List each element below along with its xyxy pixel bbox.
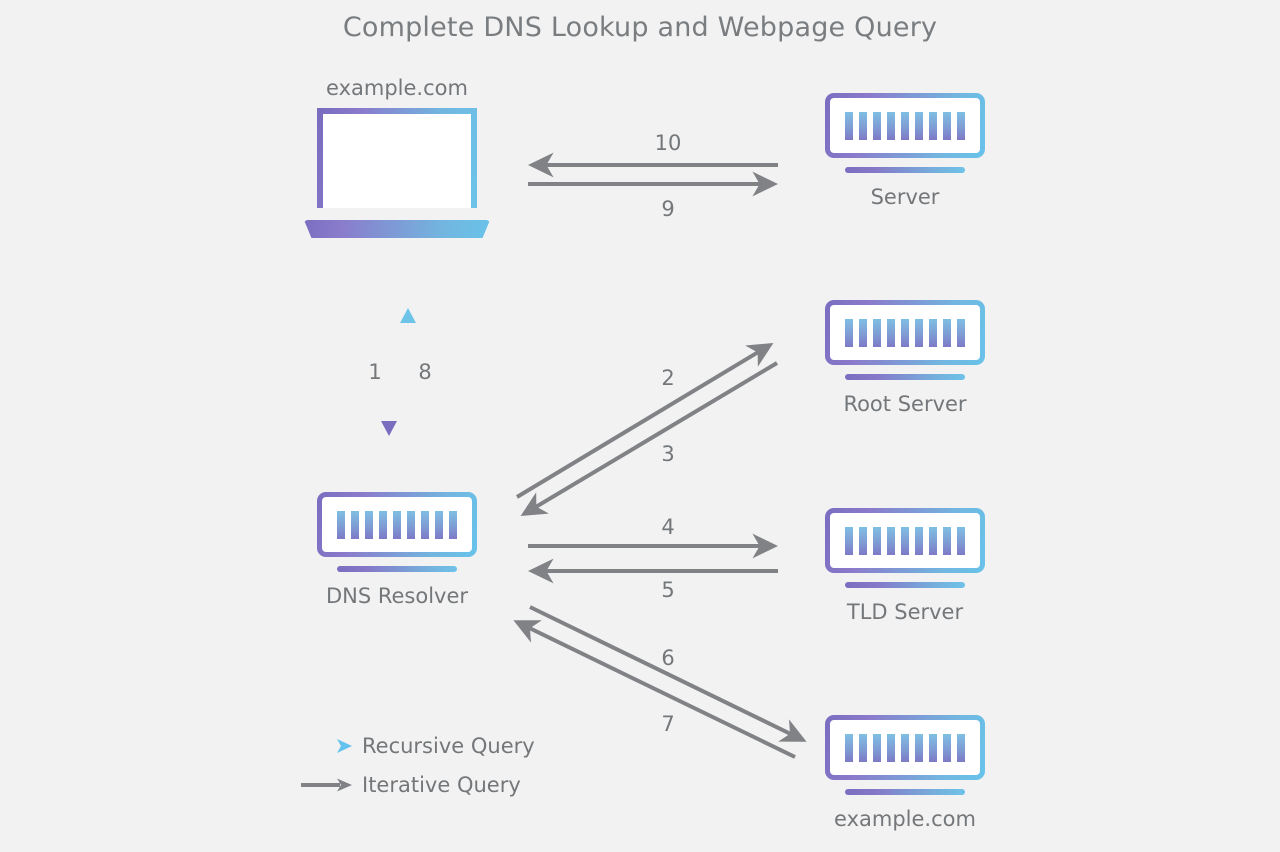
node-client[interactable]: example.com: [304, 76, 490, 238]
legend: Recursive Query Iterative Query: [300, 726, 535, 804]
arrow-step-7: [513, 620, 796, 759]
node-web-server-label: Server: [870, 185, 940, 209]
server-icon: [825, 715, 985, 800]
step-label-6: 6: [661, 646, 675, 670]
step-label-9: 9: [661, 197, 675, 221]
step-label-2: 2: [661, 366, 675, 390]
server-icon: [825, 508, 985, 593]
arrow-step-3: [520, 361, 779, 517]
laptop-base: [304, 220, 490, 238]
node-tld-server-label: TLD Server: [846, 600, 964, 624]
server-base-bar: [845, 374, 965, 380]
arrow-step-6: [529, 605, 807, 742]
server-slots: [845, 112, 965, 140]
legend-item-iterative: Iterative Query: [300, 765, 535, 804]
recursive-arrow-layer: [381, 308, 416, 436]
step-label-3: 3: [661, 442, 675, 466]
server-slots: [845, 319, 965, 347]
node-client-label: example.com: [326, 76, 468, 100]
arrow-step-1: [381, 310, 397, 436]
page-title: Complete DNS Lookup and Webpage Query: [342, 12, 938, 43]
step-label-5: 5: [661, 578, 675, 602]
recursive-query-arrow-icon: [301, 738, 352, 753]
legend-item-recursive: Recursive Query: [300, 726, 535, 765]
step-label-8: 8: [418, 360, 432, 384]
step-label-7: 7: [661, 712, 675, 736]
arrow-step-8: [400, 308, 416, 436]
server-base-bar: [845, 582, 965, 588]
server-icon: [825, 300, 985, 385]
node-authoritative-server-label: example.com: [834, 807, 976, 831]
step-label-4: 4: [661, 515, 675, 539]
laptop-icon: [304, 108, 490, 238]
server-slots: [845, 527, 965, 555]
node-dns-resolver-label: DNS Resolver: [325, 584, 469, 608]
node-root-server-label: Root Server: [843, 392, 967, 416]
arrow-step-2: [515, 342, 774, 499]
step-label-1: 1: [368, 360, 382, 384]
laptop-screen: [317, 108, 477, 208]
step-label-10: 10: [654, 131, 682, 155]
server-base-bar: [337, 566, 457, 572]
server-base-bar: [845, 167, 965, 173]
legend-label-iterative: Iterative Query: [362, 772, 521, 797]
server-icon: [825, 93, 985, 178]
server-slots: [337, 511, 457, 539]
iterative-query-arrow-icon: [301, 778, 352, 791]
server-slots: [845, 734, 965, 762]
legend-label-recursive: Recursive Query: [362, 733, 535, 758]
server-icon: [317, 492, 477, 577]
server-base-bar: [845, 789, 965, 795]
